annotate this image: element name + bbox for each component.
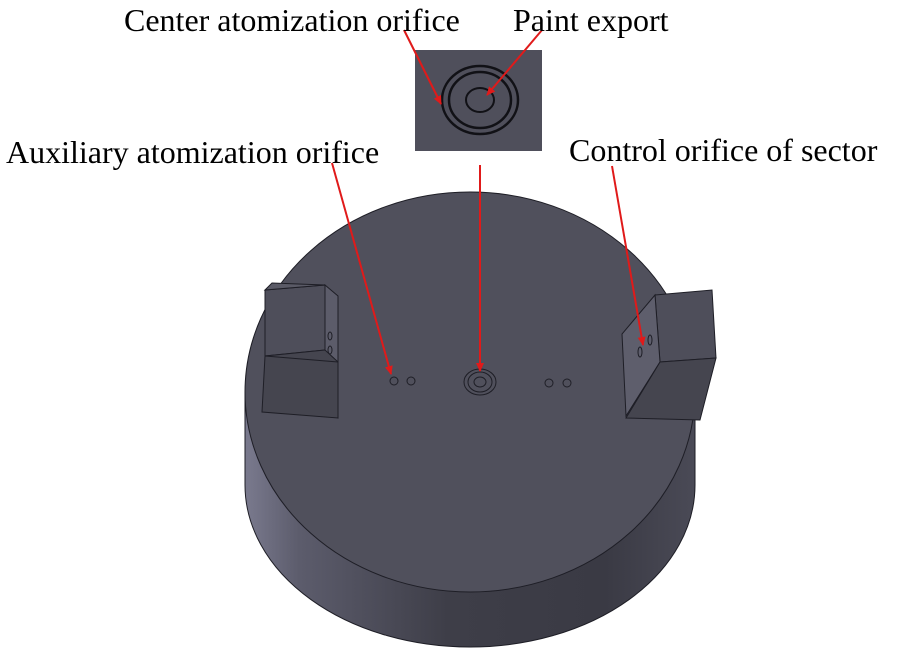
arrow-center-atomization [403, 29, 442, 105]
left-horn-block [261, 282, 339, 419]
label-paint-export: Paint export [513, 2, 669, 38]
arrow-auxiliary [331, 162, 393, 375]
control-orifice-hole [637, 346, 643, 358]
inset-magnified-view [415, 50, 542, 151]
arrow-control-sector [611, 165, 646, 346]
auxiliary-orifices-right [544, 378, 572, 388]
arrow-paint-export [486, 29, 543, 96]
label-center-atomization-orifice: Center atomization orifice [124, 2, 460, 38]
right-horn-block [621, 289, 717, 421]
auxiliary-orifices-left [389, 376, 416, 386]
label-auxiliary-atomization-orifice: Auxiliary atomization orifice [6, 134, 380, 170]
leader-arrows [331, 29, 646, 375]
label-control-orifice-of-sector: Control orifice of sector [569, 132, 878, 168]
